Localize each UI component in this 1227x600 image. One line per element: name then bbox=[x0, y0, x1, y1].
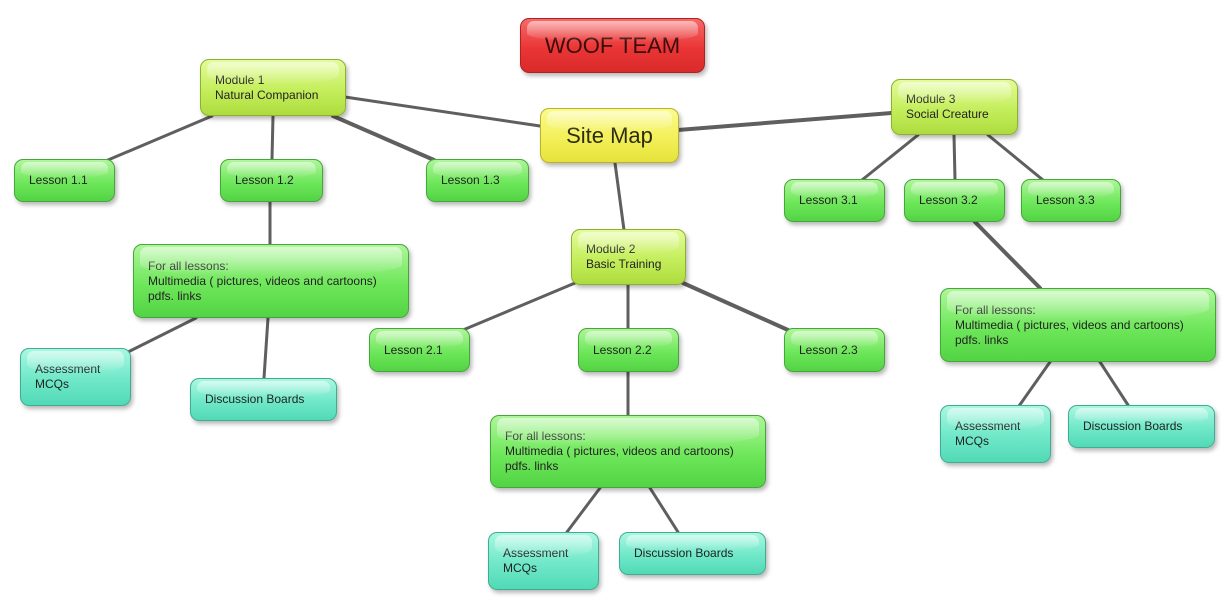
link-center-module3 bbox=[676, 111, 893, 132]
link-res1-assess bbox=[126, 316, 198, 354]
discussion-module-2-node[interactable]: Discussion Boards bbox=[619, 532, 766, 575]
discussion-label: Discussion Boards bbox=[634, 546, 734, 560]
assessment-label: Assessment bbox=[35, 362, 101, 376]
module-3-number: Module 3 bbox=[906, 92, 956, 106]
assessment-module-3-node[interactable]: Assessment MCQs bbox=[940, 405, 1051, 463]
link-m3-l32 bbox=[952, 133, 957, 182]
resources-module-3-node[interactable]: For all lessons: Multimedia ( pictures, … bbox=[940, 288, 1216, 362]
lesson-label: Lesson 3.3 bbox=[1036, 193, 1095, 207]
resources-module-2-node[interactable]: For all lessons: Multimedia ( pictures, … bbox=[490, 415, 766, 488]
link-res2-disc bbox=[648, 486, 680, 534]
assessment-type: MCQs bbox=[955, 434, 989, 448]
assessment-label: Assessment bbox=[955, 419, 1021, 433]
resources-pdfs: pdfs. links bbox=[505, 459, 559, 473]
link-m3-l33 bbox=[986, 133, 1045, 182]
discussion-label: Discussion Boards bbox=[205, 392, 305, 406]
resources-multimedia: Multimedia ( pictures, videos and cartoo… bbox=[955, 317, 1184, 332]
lesson-label: Lesson 3.2 bbox=[919, 193, 978, 207]
lesson-3-1-node[interactable]: Lesson 3.1 bbox=[784, 179, 885, 222]
lesson-3-3-node[interactable]: Lesson 3.3 bbox=[1021, 179, 1121, 222]
module-2-name: Basic Training bbox=[586, 257, 662, 271]
resources-module-1-node[interactable]: For all lessons: Multimedia ( pictures, … bbox=[133, 244, 409, 318]
link-res2-assess bbox=[565, 486, 602, 534]
resources-heading: For all lessons: bbox=[148, 258, 229, 273]
lesson-label: Lesson 3.1 bbox=[799, 193, 858, 207]
lesson-1-2-node[interactable]: Lesson 1.2 bbox=[220, 159, 323, 202]
link-res1-disc bbox=[262, 316, 270, 380]
assessment-module-1-node[interactable]: Assessment MCQs bbox=[20, 348, 131, 406]
lesson-label: Lesson 2.2 bbox=[593, 342, 652, 357]
lesson-3-2-node[interactable]: Lesson 3.2 bbox=[904, 179, 1005, 222]
resources-multimedia: Multimedia ( pictures, videos and cartoo… bbox=[148, 273, 377, 288]
discussion-module-3-node[interactable]: Discussion Boards bbox=[1068, 405, 1215, 448]
assessment-type: MCQs bbox=[35, 377, 69, 391]
lesson-1-1-node[interactable]: Lesson 1.1 bbox=[14, 159, 115, 202]
lesson-2-2-node[interactable]: Lesson 2.2 bbox=[578, 328, 679, 372]
module-2-number: Module 2 bbox=[586, 242, 636, 256]
resources-multimedia: Multimedia ( pictures, videos and cartoo… bbox=[505, 444, 734, 458]
link-m1-l12 bbox=[270, 114, 275, 161]
link-m2-l23 bbox=[681, 281, 790, 332]
center-node-site-map[interactable]: Site Map bbox=[540, 108, 679, 163]
module-2-node[interactable]: Module 2 Basic Training bbox=[571, 229, 686, 285]
module-1-number: Module 1 bbox=[215, 72, 265, 87]
lesson-label: Lesson 2.3 bbox=[799, 342, 858, 357]
resources-pdfs: pdfs. links bbox=[148, 288, 202, 303]
lesson-label: Lesson 1.2 bbox=[235, 173, 294, 187]
lesson-label: Lesson 1.3 bbox=[441, 173, 500, 187]
center-text: Site Map bbox=[566, 122, 653, 148]
title-node[interactable]: WOOF TEAM bbox=[520, 18, 705, 73]
title-text: WOOF TEAM bbox=[544, 32, 681, 58]
resources-heading: For all lessons: bbox=[505, 429, 586, 443]
module-3-node[interactable]: Module 3 Social Creature bbox=[891, 79, 1018, 135]
link-res3-disc bbox=[1098, 360, 1130, 407]
module-3-name: Social Creature bbox=[906, 107, 989, 121]
lesson-label: Lesson 2.1 bbox=[384, 342, 443, 357]
module-1-node[interactable]: Module 1 Natural Companion bbox=[200, 59, 346, 116]
discussion-module-1-node[interactable]: Discussion Boards bbox=[190, 378, 337, 421]
discussion-label: Discussion Boards bbox=[1083, 419, 1183, 433]
link-m1-l13 bbox=[331, 114, 436, 162]
assessment-type: MCQs bbox=[503, 561, 537, 575]
resources-pdfs: pdfs. links bbox=[955, 332, 1009, 347]
lesson-2-1-node[interactable]: Lesson 2.1 bbox=[369, 328, 470, 372]
link-m3-l31 bbox=[860, 133, 920, 182]
link-m2-l21 bbox=[461, 281, 577, 332]
lesson-label: Lesson 1.1 bbox=[29, 173, 88, 187]
link-center-module2 bbox=[613, 161, 626, 232]
link-m1-l11 bbox=[106, 114, 214, 162]
link-res3-assess bbox=[1017, 360, 1052, 408]
lesson-2-3-node[interactable]: Lesson 2.3 bbox=[784, 328, 885, 372]
link-l32-res3 bbox=[973, 220, 1042, 290]
assessment-label: Assessment bbox=[503, 546, 569, 560]
module-1-name: Natural Companion bbox=[215, 87, 319, 102]
link-center-module1 bbox=[343, 95, 542, 128]
assessment-module-2-node[interactable]: Assessment MCQs bbox=[488, 532, 599, 590]
lesson-1-3-node[interactable]: Lesson 1.3 bbox=[426, 159, 529, 202]
resources-heading: For all lessons: bbox=[955, 302, 1036, 317]
